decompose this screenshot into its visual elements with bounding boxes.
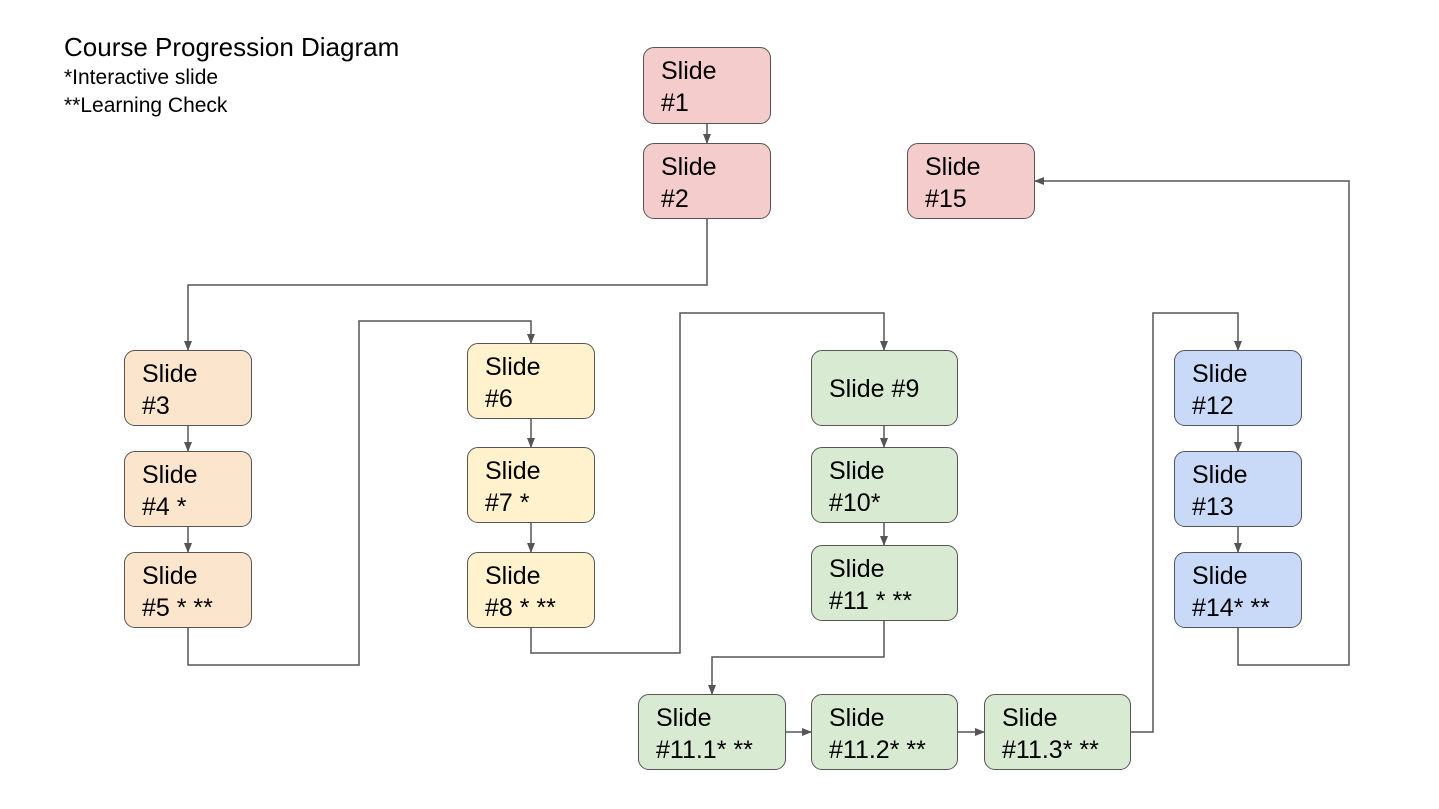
connector-s14-to-s15 xyxy=(1034,177,1350,666)
slide-node-line: Slide xyxy=(1192,461,1248,489)
slide-node-line: #11 * ** xyxy=(829,587,912,615)
slide-node-line: Slide xyxy=(485,353,541,381)
slide-node-s14: Slide #14* ** xyxy=(1174,552,1302,628)
slide-node-line: #4 * xyxy=(142,493,187,521)
slide-node-line: #5 * ** xyxy=(142,594,213,622)
legend-learning-check: **Learning Check xyxy=(64,94,228,117)
slide-node-line: #6 xyxy=(485,385,513,413)
slide-node-line: #14* ** xyxy=(1192,594,1270,622)
connector-s2-to-s3 xyxy=(184,219,708,351)
slide-node-s3: Slide #3 xyxy=(124,350,252,426)
slide-node-line: Slide xyxy=(1192,562,1248,590)
slide-node-line: Slide xyxy=(925,153,981,181)
slide-node-line: #3 xyxy=(142,392,170,420)
slide-node-line: Slide xyxy=(656,704,712,732)
slide-node-line: Slide xyxy=(142,562,198,590)
slide-node-line: Slide xyxy=(142,461,198,489)
title-block: Course Progression Diagram *Interactive … xyxy=(64,30,399,120)
slide-node-s2: Slide #2 xyxy=(643,143,771,219)
slide-node-s11: Slide #11 * ** xyxy=(811,545,958,621)
slide-node-line: Slide xyxy=(1002,704,1058,732)
slide-node-s11-3: Slide #11.3* ** xyxy=(984,694,1131,770)
connector-s8-to-s9 xyxy=(530,312,888,654)
slide-node-line: #13 xyxy=(1192,493,1234,521)
slide-node-line: Slide xyxy=(485,457,541,485)
slide-node-line: Slide xyxy=(661,57,717,85)
slide-node-s8: Slide #8 * ** xyxy=(467,552,595,628)
slide-node-s11-2: Slide #11.2* ** xyxy=(811,694,958,770)
slide-node-line: Slide xyxy=(1192,360,1248,388)
slide-node-line: Slide #9 xyxy=(829,375,920,403)
slide-node-line: Slide xyxy=(142,360,198,388)
slide-node-line: #11.3* ** xyxy=(1002,736,1099,764)
slide-node-line: #10* xyxy=(829,489,881,517)
slide-node-line: #12 xyxy=(1192,392,1234,420)
slide-node-line: #11.1* ** xyxy=(656,736,753,764)
slide-node-line: #15 xyxy=(925,185,967,213)
slide-node-s13: Slide #13 xyxy=(1174,451,1302,527)
slide-node-s15: Slide #15 xyxy=(907,143,1035,219)
slide-node-line: #2 xyxy=(661,185,689,213)
slide-node-s1: Slide #1 xyxy=(643,47,771,124)
slide-node-line: #7 * xyxy=(485,489,530,517)
slide-node-line: Slide xyxy=(829,457,885,485)
slide-node-line: #1 xyxy=(661,89,689,117)
slide-node-s9: Slide #9 xyxy=(811,350,958,426)
slide-node-line: #11.2* ** xyxy=(829,736,926,764)
connector-s11-to-s11-1 xyxy=(708,621,885,695)
slide-node-s7: Slide #7 * xyxy=(467,447,595,523)
legend-interactive: *Interactive slide xyxy=(64,66,219,89)
slide-node-s6: Slide #6 xyxy=(467,343,595,419)
slide-node-line: Slide xyxy=(485,562,541,590)
slide-node-s10: Slide #10* xyxy=(811,447,958,523)
slide-node-s12: Slide #12 xyxy=(1174,350,1302,426)
connector-s5-to-s6 xyxy=(187,320,535,666)
slide-node-line: Slide xyxy=(829,555,885,583)
slide-node-s5: Slide #5 * ** xyxy=(124,552,252,628)
slide-node-s11-1: Slide #11.1* ** xyxy=(638,694,786,770)
slide-node-line: #8 * ** xyxy=(485,594,556,622)
slide-node-s4: Slide #4 * xyxy=(124,451,252,527)
connector-s11-3-to-s12 xyxy=(1131,312,1242,733)
slide-node-line: Slide xyxy=(661,153,717,181)
diagram-title: Course Progression Diagram xyxy=(64,32,400,62)
slide-node-line: Slide xyxy=(829,704,885,732)
